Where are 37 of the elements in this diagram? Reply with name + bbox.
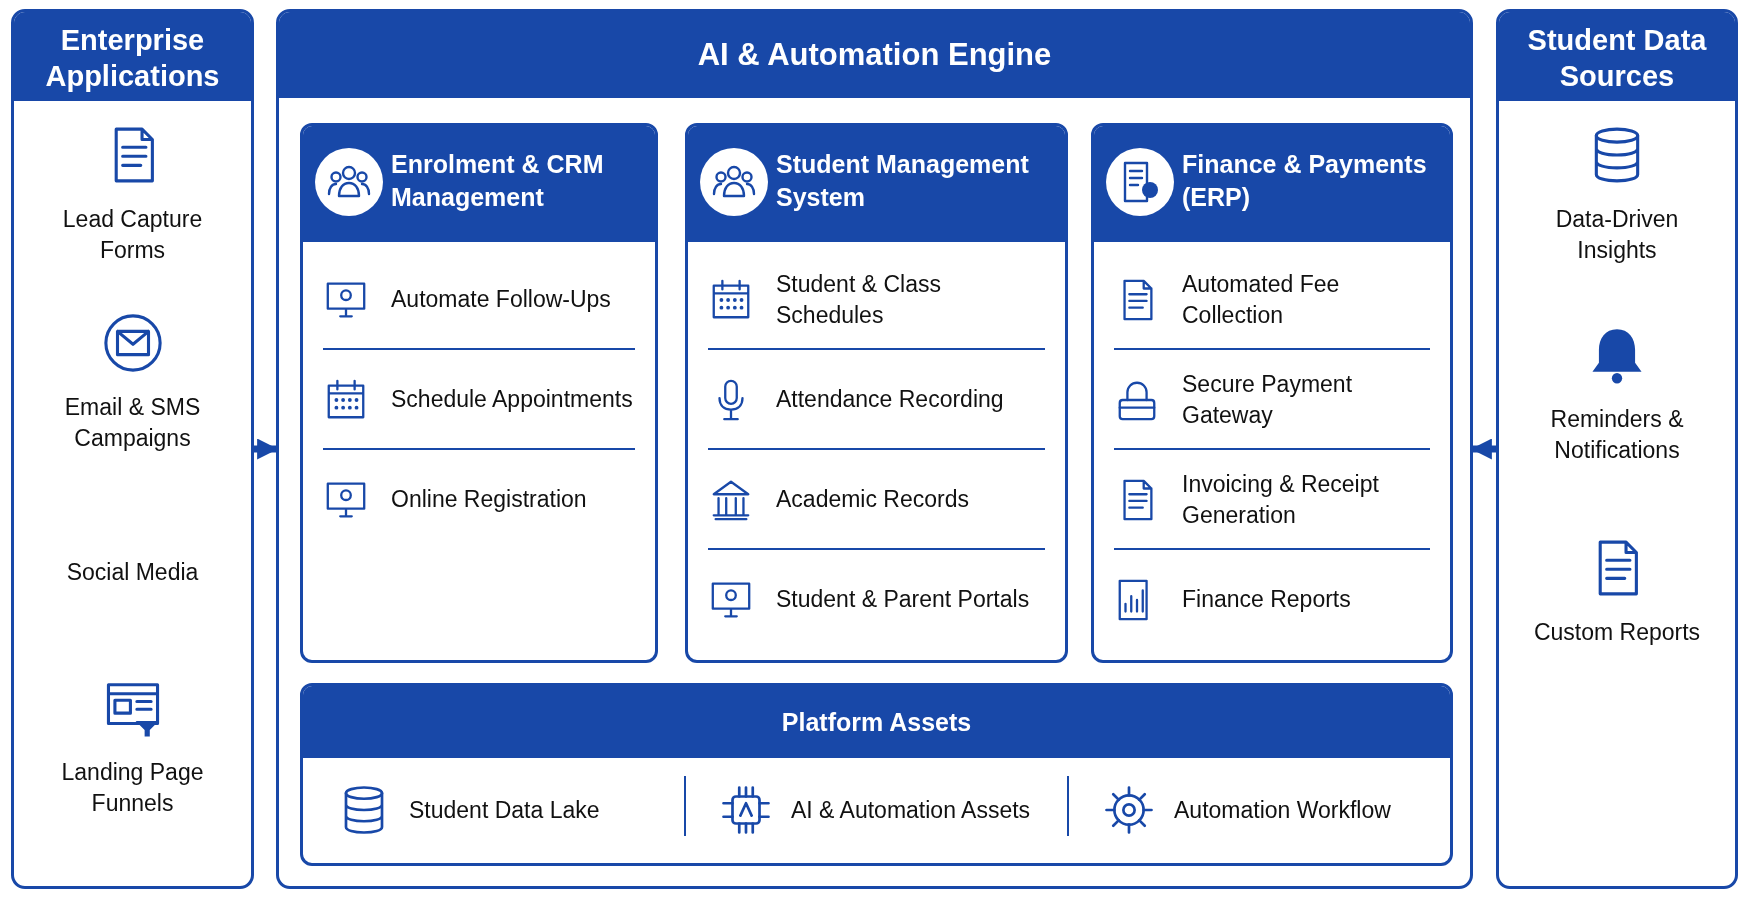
engine-panel [276,9,1473,889]
panel-title: Student Data Sources [1526,23,1708,94]
panel-title: Enrolment & CRM Management [391,149,605,213]
item-label: Data-Driven Insights [1554,205,1680,266]
side-panel [1496,9,1738,889]
item-label: Automated Fee Collection [1182,269,1341,330]
arrow [254,438,279,460]
item-label: Lead Capture Forms [61,205,204,266]
item-label: Automation Workflow [1174,796,1392,825]
module-panel [300,683,1453,866]
module-panel [1091,123,1453,663]
panel-title: Finance & Payments (ERP) [1182,149,1428,213]
item-label: Invoicing & Receipt Generation [1182,469,1380,530]
item-label: Reminders & Notifications [1549,405,1685,466]
module-panel [300,123,658,663]
panel-title: Student Management System [776,149,1030,213]
item-label: Student Data Lake [409,796,601,825]
item-label: Secure Payment Gateway [1182,369,1354,430]
item-label: Email & SMS Campaigns [63,393,202,454]
item-label: Student & Class Schedules [776,269,942,330]
item-label: Attendance Recording [776,385,1005,415]
item-label: Schedule Appointments [391,385,634,415]
module-panel [685,123,1068,663]
panel-title: AI & Automation Engine [696,36,1053,74]
item-label: Finance Reports [1182,585,1352,615]
item-label: Academic Records [776,485,971,515]
side-panel [11,9,254,889]
panel-title: Platform Assets [780,707,973,738]
panel-title: Enterprise Applications [44,23,221,94]
item-label: AI & Automation Assets [791,796,1032,825]
item-label: Custom Reports [1532,618,1702,647]
item-label: Student & Parent Portals [776,585,1031,615]
item-label: Landing Page Funnels [60,758,205,819]
arrow [1470,438,1496,460]
item-label: Automate Follow-Ups [391,285,612,315]
item-label: Social Media [65,558,200,587]
item-label: Online Registration [391,485,588,515]
